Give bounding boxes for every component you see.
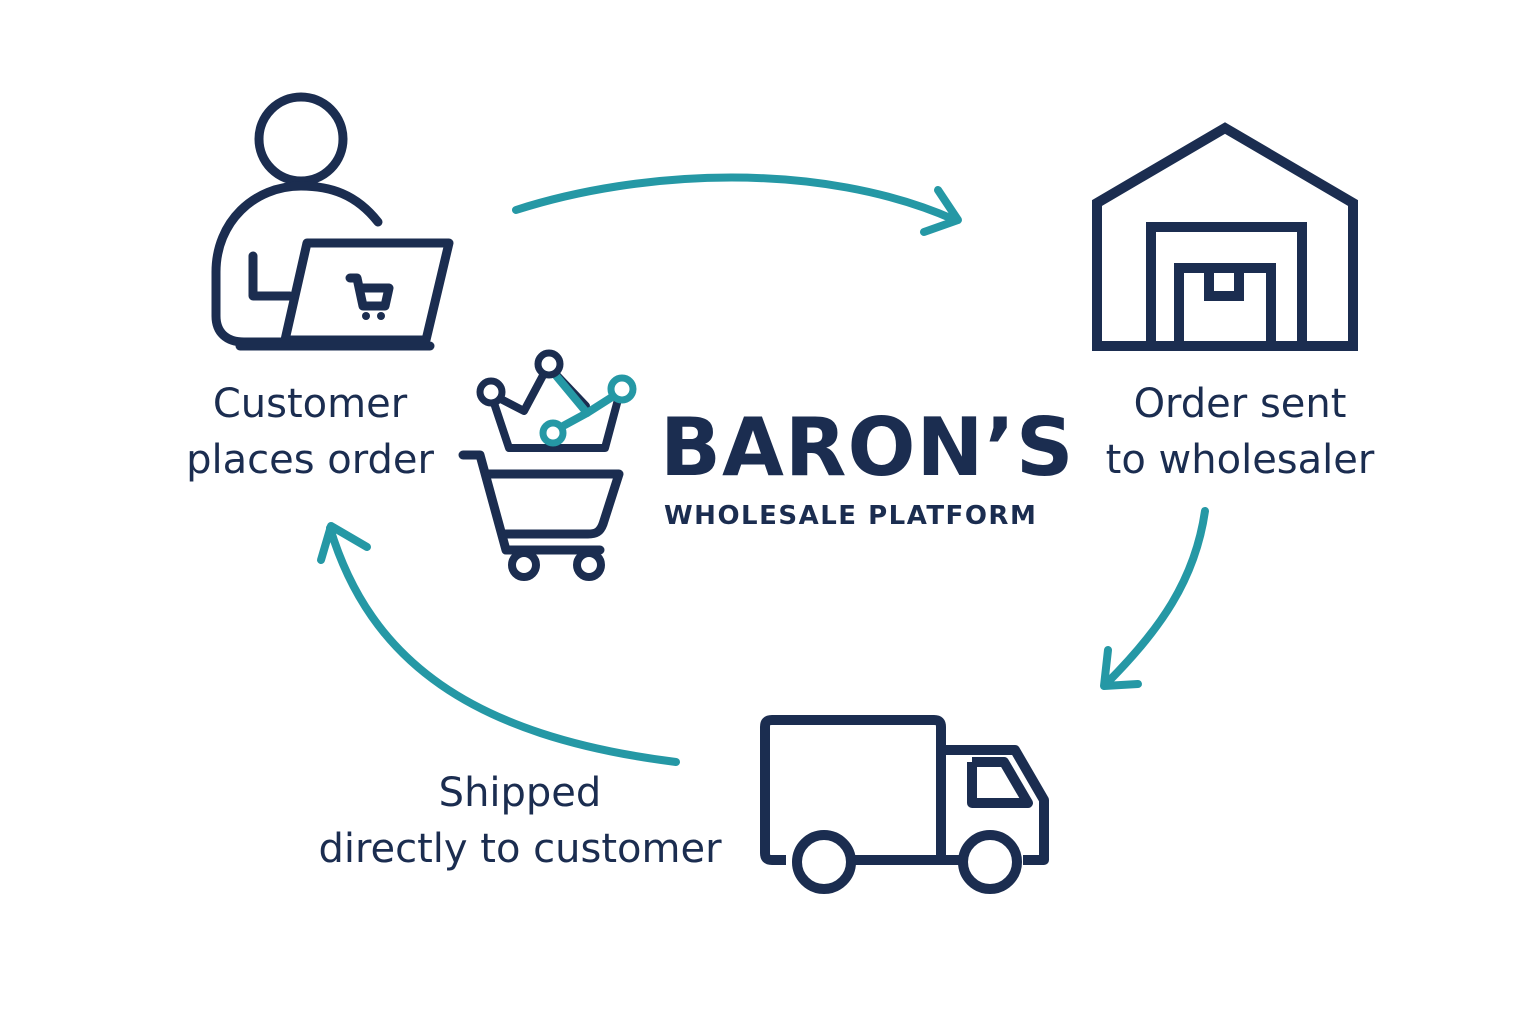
- step-label-line: directly to customer: [318, 826, 722, 872]
- delivery-truck-icon: [760, 715, 1049, 894]
- arrow-shipping-to-customer: [317, 522, 680, 766]
- arrow-order-to-wholesaler: [512, 173, 962, 236]
- brand-name: BARON’S: [660, 401, 1075, 494]
- warehouse-icon: [1092, 122, 1358, 351]
- brand-tagline: WHOLESALE PLATFORM: [664, 501, 1038, 531]
- step-label-line: places order: [186, 437, 434, 483]
- step-label-line: Shipped: [438, 770, 602, 816]
- step-label-customer: Customer places order: [150, 376, 470, 488]
- step-label-line: Order sent: [1133, 381, 1347, 427]
- step-label-wholesaler: Order sent to wholesaler: [1070, 376, 1410, 488]
- flow-arrows: [317, 173, 1209, 766]
- step-label-shipped: Shipped directly to customer: [270, 765, 770, 877]
- step-label-line: Customer: [212, 381, 408, 427]
- crown-shopping-cart-icon: [458, 349, 637, 581]
- step-label-line: to wholesaler: [1105, 437, 1375, 483]
- arrow-wholesaler-to-shipping: [1100, 507, 1209, 690]
- person-laptop-cart-icon: [211, 92, 454, 351]
